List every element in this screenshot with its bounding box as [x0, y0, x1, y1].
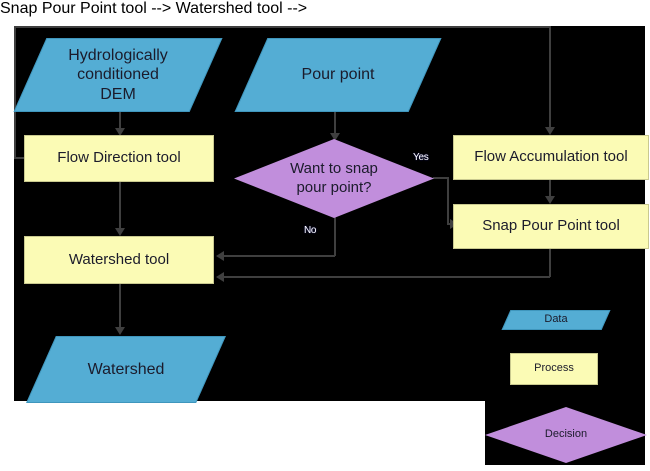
connector-dem-to-flow-direction — [119, 111, 121, 133]
legend-item-process: Process — [510, 353, 598, 385]
node-label: Watershed — [87, 360, 165, 378]
connector-top-rail — [14, 26, 551, 28]
arrow-into-watershed-tool-no — [216, 251, 224, 261]
legend-label-process: Process — [534, 362, 574, 375]
node-want-to-snap-decision[interactable]: Want to snap pour point? — [234, 139, 434, 218]
arrow-into-watershed — [115, 327, 125, 335]
connector-flow-accumulation-to-snap — [549, 180, 551, 202]
connector-yes-stub — [433, 177, 449, 179]
node-flow-direction-tool[interactable]: Flow Direction tool — [24, 135, 214, 182]
node-snap-pour-point-tool[interactable]: Snap Pour Point tool — [453, 204, 649, 249]
arrow-into-snap-pour-point-top — [545, 196, 555, 204]
node-label: Watershed tool — [68, 250, 170, 268]
node-label: Want to snap pour point? — [290, 160, 378, 196]
edge-label-yes: Yes — [413, 152, 429, 163]
connector-yes-drop — [447, 177, 449, 224]
connector-no-drop — [334, 217, 336, 256]
connector-no-into-watershed-tool — [224, 255, 335, 257]
arrow-into-watershed-tool-snap — [216, 272, 224, 282]
node-label: Flow Direction tool — [57, 149, 181, 167]
node-watershed-tool[interactable]: Watershed tool — [24, 236, 214, 284]
connector-right-riser — [549, 26, 551, 133]
edge-label-no: No — [304, 225, 317, 236]
legend-label-decision: Decision — [544, 428, 588, 441]
node-label: Flow Accumulation tool — [474, 148, 628, 166]
legend-item-data: Data — [501, 310, 611, 330]
legend-label-data: Data — [544, 313, 568, 326]
connector-snap-into-watershed-tool — [224, 276, 550, 278]
connector-left-into-flow-direction — [14, 157, 30, 159]
node-label: Snap Pour Point tool — [482, 217, 620, 235]
node-pour-point[interactable]: Pour point — [234, 38, 442, 112]
connector-pour-point-to-decision — [334, 111, 336, 138]
node-watershed[interactable]: Watershed — [26, 336, 226, 403]
node-flow-accumulation-tool[interactable]: Flow Accumulation tool — [453, 135, 649, 180]
node-label: Hydrologically conditioned DEM — [68, 46, 168, 103]
node-hydrologically-conditioned-dem[interactable]: Hydrologically conditioned DEM — [13, 38, 223, 112]
connector-snap-drop — [549, 249, 551, 277]
connector-left-riser — [14, 26, 16, 158]
arrow-into-decision — [330, 133, 340, 141]
connector-flow-direction-to-watershed-tool — [119, 182, 121, 234]
arrow-into-watershed-tool-top — [115, 228, 125, 236]
arrow-into-flow-accumulation — [545, 127, 555, 135]
node-label: Pour point — [301, 66, 375, 84]
arrow-into-flow-direction — [115, 128, 125, 136]
connector-watershed-tool-to-watershed — [119, 284, 121, 333]
legend-item-decision: Decision — [485, 407, 647, 463]
